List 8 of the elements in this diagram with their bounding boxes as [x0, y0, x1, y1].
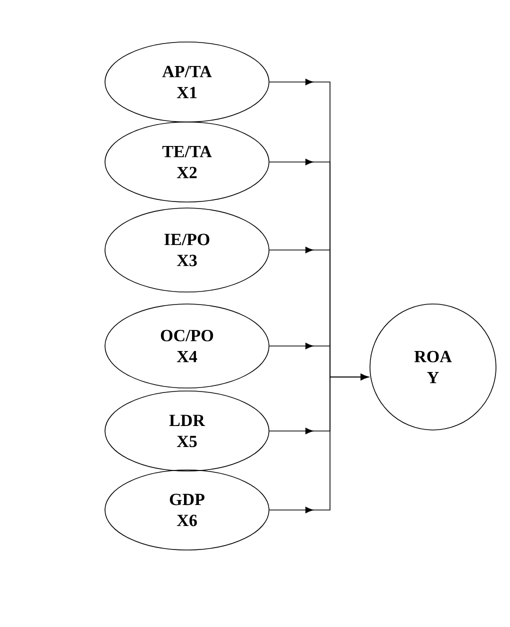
ellipse-node: TE/TA X2: [104, 122, 270, 202]
ellipse-node: LDR X5: [104, 390, 270, 472]
circle-node: ROA Y: [370, 304, 496, 430]
ellipse-node: GDP X6: [104, 470, 270, 550]
ellipse-node: IE/PO X3: [104, 208, 270, 292]
arrow: [269, 374, 368, 514]
ellipse-node: AP/TA X1: [104, 42, 270, 122]
ellipse-node: OC/PO X4: [104, 304, 270, 388]
